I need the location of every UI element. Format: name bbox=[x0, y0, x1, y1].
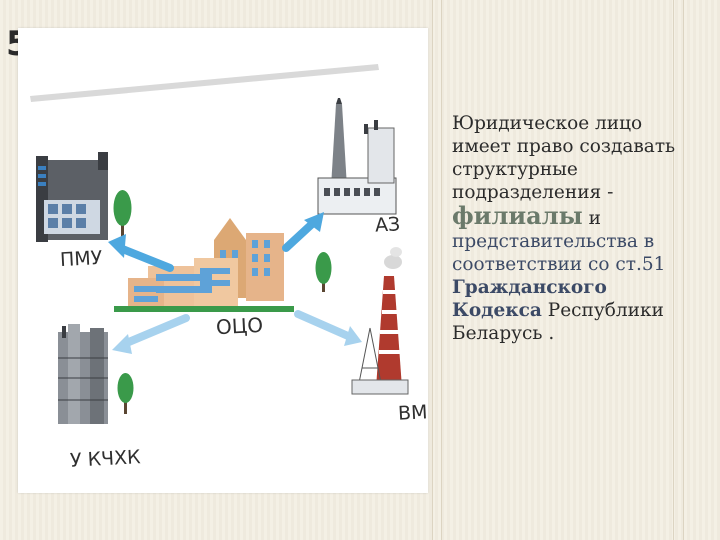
label-pmu: ПМУ bbox=[59, 246, 103, 272]
factory-icon bbox=[58, 324, 108, 424]
arrow-icon bbox=[282, 212, 324, 252]
header-strip bbox=[30, 64, 379, 102]
organization-diagram bbox=[30, 64, 409, 424]
factory-icon bbox=[36, 152, 108, 242]
tree-icon bbox=[315, 252, 332, 292]
chimney-icon bbox=[351, 247, 409, 395]
label-ocz: ОЦО bbox=[215, 312, 264, 340]
text-civil-code: Гражданского Кодекса bbox=[452, 277, 607, 321]
divider-line bbox=[441, 0, 442, 540]
text-intro: Юридическое лицо имеет право создавать с… bbox=[452, 113, 676, 203]
text-representative: представительства в соответствии со ст.5… bbox=[452, 231, 666, 275]
factory-icon bbox=[317, 120, 397, 215]
divider-line bbox=[673, 0, 674, 540]
text-tail: Республики Беларусь . bbox=[452, 300, 664, 344]
label-az: АЗ bbox=[374, 213, 401, 237]
tree-icon bbox=[113, 190, 132, 238]
arrow-icon bbox=[108, 234, 174, 272]
text-and: и bbox=[588, 208, 601, 229]
diagram-card: ПМУ АЗ ОЦО У КЧХК ВМ bbox=[18, 28, 428, 493]
divider-line bbox=[432, 0, 433, 540]
body-text: Юридическое лицо имеет право создавать с… bbox=[452, 112, 692, 345]
arrow-icon bbox=[294, 310, 362, 346]
text-branches: филиалы bbox=[452, 201, 583, 230]
tree-icon bbox=[117, 373, 134, 414]
label-vm: ВМ bbox=[397, 401, 428, 425]
office-building-icon bbox=[114, 218, 294, 312]
arrow-icon bbox=[112, 314, 190, 354]
divider-line bbox=[683, 0, 684, 540]
label-kchk: У КЧХК bbox=[69, 446, 142, 472]
